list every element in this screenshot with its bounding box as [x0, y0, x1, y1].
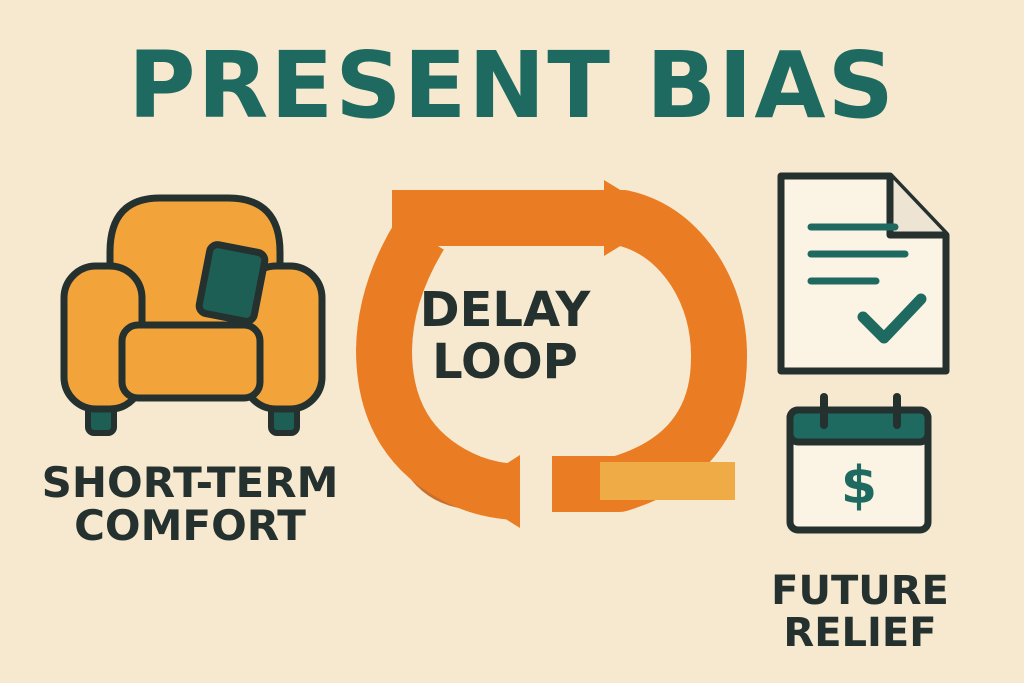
loop-arrow-icon: [356, 180, 748, 528]
page-title: PRESENT BIAS: [128, 32, 896, 139]
relief-line: RELIEF: [783, 610, 937, 656]
short-term-comfort-label: SHORT-TERM COMFORT: [10, 458, 370, 550]
delay-loop-label: DELAY LOOP: [400, 282, 610, 390]
document-check-icon: [777, 172, 950, 375]
delay-line: DELAY: [419, 282, 591, 338]
armchair-icon: [60, 194, 326, 436]
short-term-line: SHORT-TERM: [41, 458, 339, 507]
future-relief-label: FUTURE RELIEF: [735, 570, 985, 654]
loop-line: LOOP: [432, 333, 578, 390]
svg-text:$: $: [841, 456, 877, 516]
future-line: FUTURE: [771, 568, 949, 614]
comfort-line: COMFORT: [74, 500, 306, 550]
calendar-dollar-icon: $: [786, 393, 932, 534]
